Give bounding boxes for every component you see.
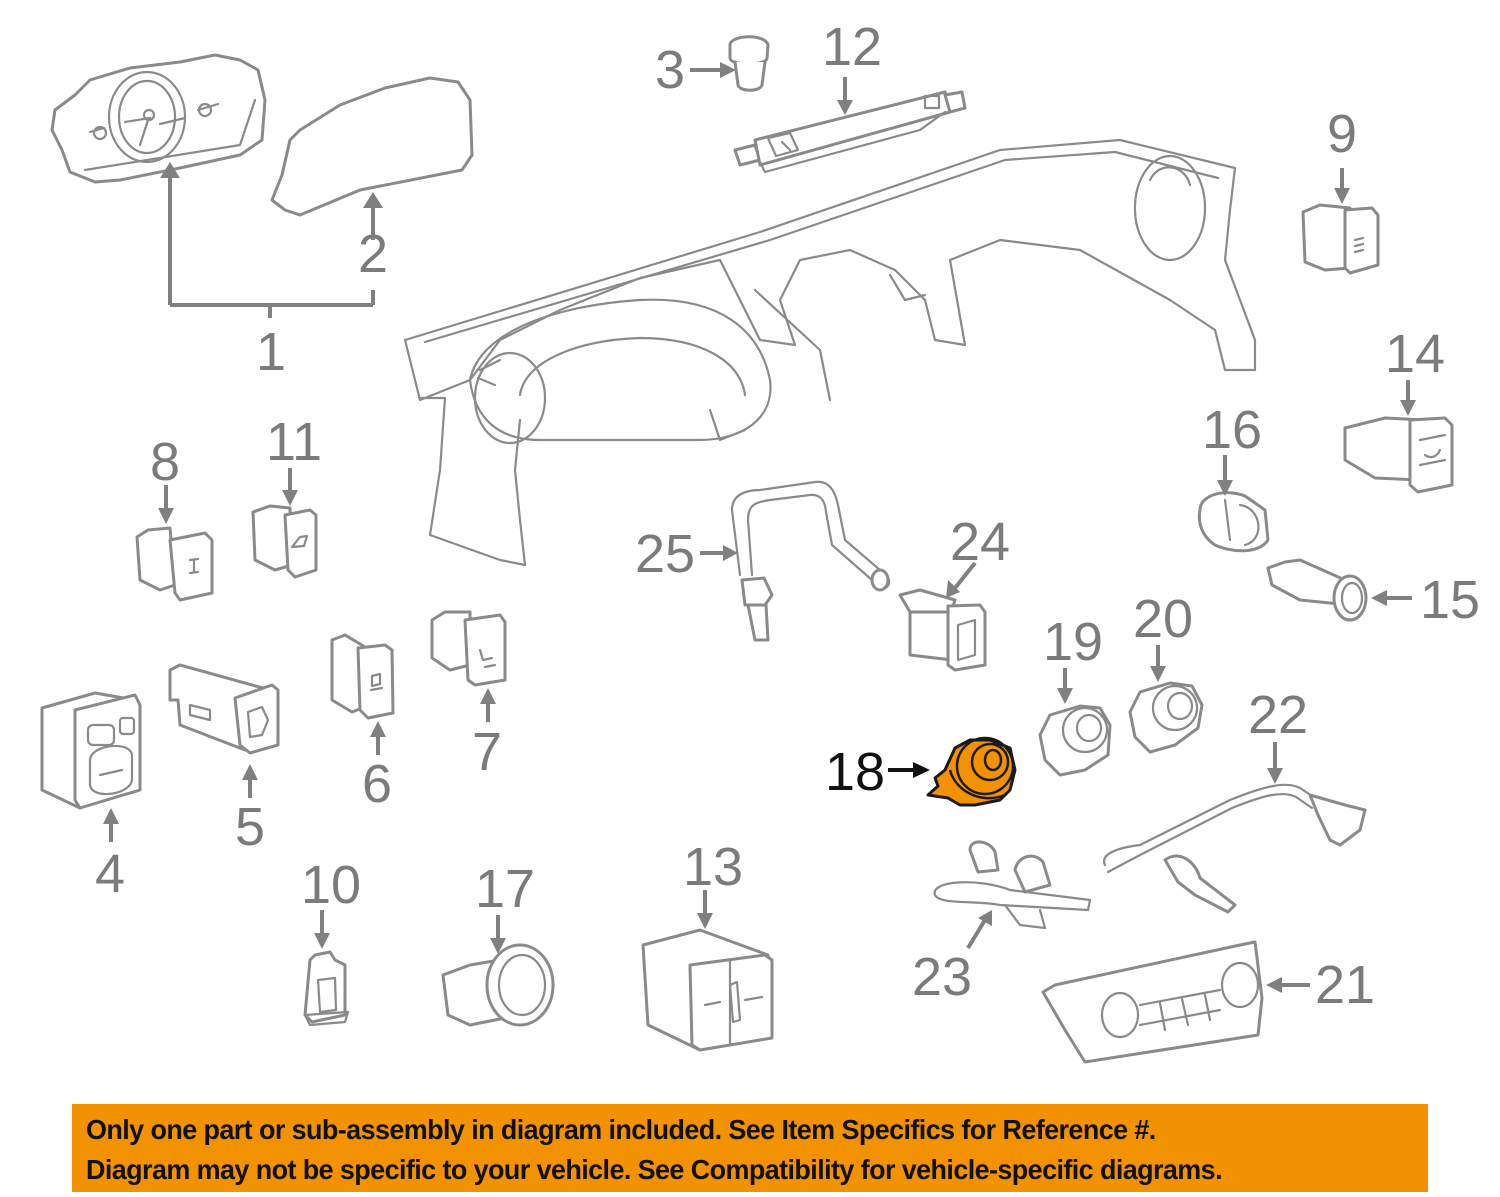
callout-numbers: 1 2 3 4 5 6 7 8 9 10 11 12 13 14 15 16 1… xyxy=(95,17,1480,1015)
part-14-switch xyxy=(1343,416,1454,494)
part-12-hazard-switch xyxy=(733,90,967,174)
part-8-switch xyxy=(135,526,214,602)
callout-18: 18 xyxy=(825,742,885,802)
callout-22: 22 xyxy=(1248,685,1308,745)
callout-5: 5 xyxy=(235,797,265,857)
callout-17: 17 xyxy=(475,859,535,919)
callout-14: 14 xyxy=(1385,324,1445,384)
part-9-switch xyxy=(1301,203,1380,275)
part-16-outlet-housing xyxy=(1197,491,1270,553)
callout-25: 25 xyxy=(635,524,695,584)
callout-19: 19 xyxy=(1043,612,1103,672)
callout-13: 13 xyxy=(683,837,743,897)
part-20-knob xyxy=(1128,681,1204,754)
callout-10: 10 xyxy=(301,855,361,915)
callout-21: 21 xyxy=(1315,955,1375,1015)
callout-24: 24 xyxy=(950,512,1010,572)
part-3-knob xyxy=(728,35,770,92)
leader-lines xyxy=(103,62,1416,993)
part-5-dimmer-switch xyxy=(168,663,280,755)
part-13-switch-assembly xyxy=(641,928,774,1052)
part-23-wire-harness xyxy=(933,840,1092,930)
callout-23: 23 xyxy=(912,947,972,1007)
disclaimer-line-1: Only one part or sub-assembly in diagram… xyxy=(86,1114,1156,1145)
part-6-switch xyxy=(330,633,395,720)
part-21-climate-control-panel xyxy=(1041,940,1264,1064)
part-18-highlighted-knob xyxy=(926,736,1017,807)
callout-6: 6 xyxy=(362,754,392,814)
callout-15: 15 xyxy=(1420,570,1480,630)
callout-7: 7 xyxy=(472,722,502,782)
callout-4: 4 xyxy=(95,844,125,904)
part-24-usb-jack xyxy=(898,588,987,672)
part-1-instrument-cluster xyxy=(50,53,267,184)
part-10-stop-lamp-switch xyxy=(303,950,350,1027)
parts-diagram: 1 2 3 4 5 6 7 8 9 10 11 12 13 14 15 16 1… xyxy=(40,17,1480,1064)
callout-16: 16 xyxy=(1202,400,1262,460)
part-2-cluster-lens xyxy=(270,76,474,217)
callout-20: 20 xyxy=(1133,589,1193,649)
disclaimer-line-2: Diagram may not be specific to your vehi… xyxy=(86,1154,1223,1185)
callout-3: 3 xyxy=(655,40,685,100)
part-11-switch xyxy=(251,504,318,579)
callout-9: 9 xyxy=(1327,104,1357,164)
part-15-power-outlet xyxy=(1266,558,1368,622)
callout-8: 8 xyxy=(150,432,180,492)
part-4-mirror-switch xyxy=(40,691,142,810)
callout-12: 12 xyxy=(822,17,882,77)
part-22-wire-harness xyxy=(1102,783,1367,914)
dashboard-frame xyxy=(403,138,1257,567)
disclaimer-banner: Only one part or sub-assembly in diagram… xyxy=(72,1104,1428,1192)
part-19-knob xyxy=(1038,704,1112,777)
callout-11: 11 xyxy=(266,412,322,472)
callout-2: 2 xyxy=(358,224,388,284)
part-17-start-switch xyxy=(441,943,555,1027)
part-7-switch xyxy=(430,610,507,687)
part-25-cable xyxy=(730,480,891,642)
callout-1: 1 xyxy=(256,322,286,382)
